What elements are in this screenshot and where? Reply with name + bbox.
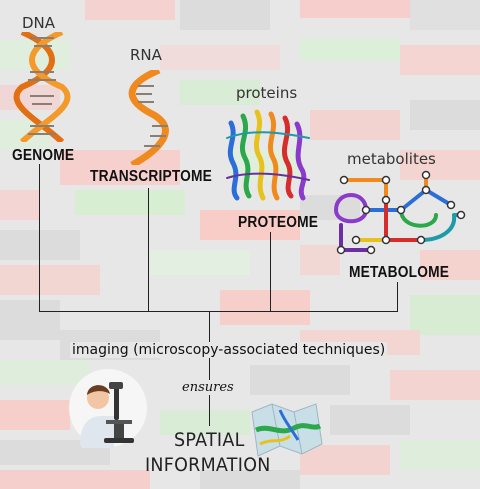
proteome-connector [270,232,271,312]
proteome-label: PROTEOME [238,214,319,231]
metabolites-label: metabolites [347,150,436,168]
protein-structure-icon [226,109,310,201]
transcriptome-connector [148,188,149,312]
rna-label: RNA [130,46,162,64]
metabolic-network-icon [334,170,466,255]
rna-strand-icon [128,70,169,165]
transcriptome-label: TRANSCRIPTOME [90,168,213,185]
ensures-label: ensures [180,380,236,395]
dna-label: DNA [22,14,56,32]
proteins-label: proteins [236,84,298,102]
dna-helix-icon [13,32,71,142]
map-icon [251,403,323,457]
spatial-label: SPATIAL [174,429,245,451]
imaging-connector [209,311,210,426]
information-label: INFORMATION [145,454,271,476]
horizontal-connector [39,311,398,312]
metabolome-connector [397,282,398,312]
metabolome-label: METABOLOME [349,264,450,281]
scientist-microscope-icon [69,369,147,448]
genome-connector [39,164,40,312]
imaging-label: imaging (microscopy-associated technique… [70,342,388,358]
genome-label: GENOME [12,147,75,164]
